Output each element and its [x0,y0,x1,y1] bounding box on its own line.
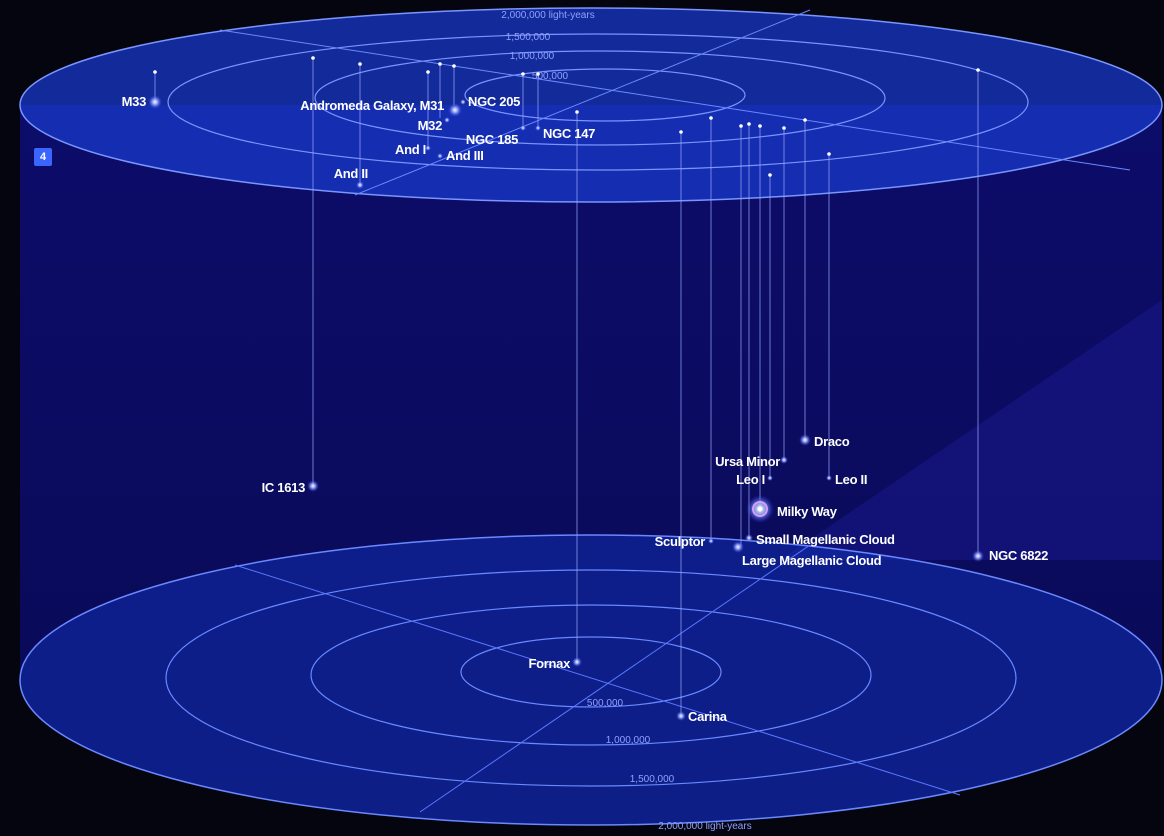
scale-label-bottom-2m: 2,000,000 light-years [658,821,751,832]
galaxy-m33: M33 [122,94,162,109]
galaxy-and2: And II [334,166,368,189]
svg-text:Milky Way: Milky Way [777,504,838,519]
galaxy-carina: Carina [676,709,728,724]
svg-text:NGC 185: NGC 185 [466,132,518,147]
galaxy-draco: Draco [799,434,850,449]
scale-label-top-1000k: 1,000,000 [510,51,555,62]
galaxy-sculptor: Sculptor [655,534,714,549]
galaxy-fornax: Fornax [528,656,582,671]
bottom-disk [19,534,1163,826]
galaxy-ursa-minor: Ursa Minor [715,454,788,469]
svg-text:IC 1613: IC 1613 [262,480,306,495]
svg-text:M32: M32 [418,118,442,133]
svg-text:NGC 205: NGC 205 [468,94,520,109]
svg-text:M33: M33 [122,94,146,109]
galaxy-and1: And I [395,142,431,157]
cylinder-shade [780,300,1162,560]
galaxy-ngc205: NGC 205 [460,94,520,109]
galaxy-and3: And III [437,148,484,163]
svg-text:NGC 147: NGC 147 [543,126,595,141]
galaxy-ic1613: IC 1613 [262,480,319,495]
svg-text:Leo I: Leo I [736,472,765,487]
galaxy-andromeda: Andromeda Galaxy, M31 [300,98,462,117]
svg-text:Leo II: Leo II [835,472,867,487]
svg-text:And I: And I [395,142,426,157]
svg-text:Ursa Minor: Ursa Minor [715,454,780,469]
scale-label-top-1500k: 1,500,000 [506,32,551,43]
svg-text:Fornax: Fornax [528,656,571,671]
figure-number-badge: 4 [34,148,52,166]
drop-lines [154,58,979,716]
scale-label-bottom-1000k: 1,000,000 [606,735,651,746]
galaxy-m32: M32 [418,117,450,133]
scale-label-top-2m: 2,000,000 light-years [501,10,594,21]
svg-text:Small Magellanic Cloud: Small Magellanic Cloud [756,532,895,547]
galaxy-smc: Small Magellanic Cloud [745,532,895,547]
scale-label-bottom-500k: 500,000 [587,698,624,709]
svg-text:Sculptor: Sculptor [655,534,706,549]
galaxy-leo2: Leo II [826,472,867,487]
galaxy-milky-way: Milky Way [746,495,838,523]
top-disk-markers [153,56,980,177]
scale-label-top-500k: 500,000 [532,71,569,82]
svg-text:Andromeda Galaxy, M31: Andromeda Galaxy, M31 [300,98,444,113]
galaxy-ngc185: NGC 185 [466,125,526,147]
svg-text:Draco: Draco [814,434,850,449]
galaxy-ngc6822: NGC 6822 [972,548,1048,563]
top-disk [19,7,1163,203]
galaxy-ngc147: NGC 147 [535,125,595,141]
galaxy-lmc: Large Magellanic Cloud [732,541,882,568]
svg-text:Carina: Carina [688,709,728,724]
svg-text:And II: And II [334,166,368,181]
svg-text:Large Magellanic Cloud: Large Magellanic Cloud [742,553,882,568]
svg-text:NGC 6822: NGC 6822 [989,548,1048,563]
scale-label-bottom-1500k: 1,500,000 [630,774,675,785]
galaxy-leo1: Leo I [736,472,773,487]
svg-text:And III: And III [446,148,484,163]
